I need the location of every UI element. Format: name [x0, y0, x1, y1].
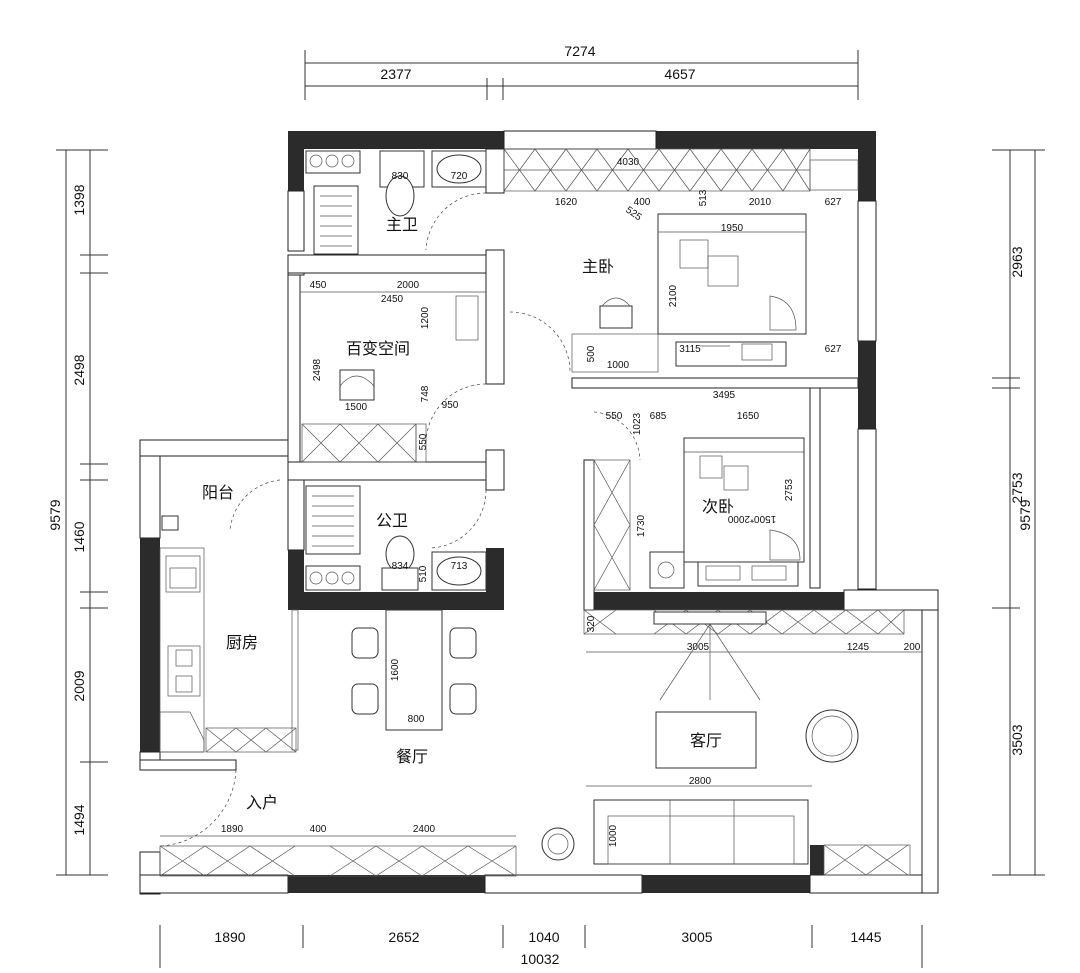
right-total-dim: 9579 [1017, 499, 1033, 530]
dim-f-748: 748 [420, 385, 431, 402]
dim-m-2010: 2010 [749, 197, 772, 208]
dim-m-1620: 1620 [555, 197, 578, 208]
top-dimension-chain: 7274 2377 4657 [304, 43, 859, 100]
dim-m-513: 513 [698, 189, 709, 206]
dim-s-685: 685 [650, 411, 667, 422]
left-dim-3: 1460 [71, 521, 87, 552]
room-label-flex-space: 百变空间 [346, 339, 410, 358]
dim-f-2498: 2498 [312, 358, 323, 381]
left-dim-1: 1398 [71, 184, 87, 215]
dim-f-1500: 1500 [345, 402, 368, 413]
dim-l-3005: 3005 [687, 642, 710, 653]
master-bath-fixtures [305, 150, 487, 255]
top-total-dim: 7274 [564, 43, 595, 59]
dim-m-1950: 1950 [721, 223, 744, 234]
dim-m-3115: 3115 [679, 344, 701, 355]
right-dim-1: 2963 [1009, 246, 1025, 277]
dim-s-3495: 3495 [713, 390, 736, 401]
top-left-dim: 2377 [380, 66, 411, 82]
flex-space-fixtures [300, 291, 487, 463]
dim-s-1650: 1650 [737, 411, 760, 422]
left-dim-4: 2009 [71, 670, 87, 701]
master-bedroom-fixtures [503, 148, 859, 373]
living-room-fixtures [541, 609, 922, 876]
room-label-master-bed: 主卧 [582, 257, 614, 276]
room-label-kitchen: 厨房 [226, 633, 258, 652]
dim-e-400: 400 [310, 824, 327, 835]
room-label-balcony: 阳台 [202, 483, 234, 502]
kitchen-fixtures [159, 547, 299, 753]
bottom-dim-3: 1040 [528, 929, 559, 945]
dining-fixtures [351, 609, 477, 731]
dim-f-950: 950 [442, 400, 459, 411]
dim-s-1730: 1730 [636, 514, 647, 537]
left-total-dim: 9579 [47, 499, 63, 530]
dim-m-627b: 627 [825, 344, 842, 355]
bottom-total-dim: 10032 [521, 951, 560, 967]
dim-s-1023: 1023 [632, 412, 643, 435]
room-label-entrance: 入户 [246, 793, 278, 812]
room-label-public-bath: 公卫 [376, 511, 408, 530]
dim-pb-834: 834 [392, 561, 409, 572]
right-dimension-chain: 2963 2753 3503 9579 [992, 149, 1045, 876]
dim-dt-1600: 1600 [390, 658, 401, 681]
room-label-master-bath: 主卫 [386, 215, 418, 234]
entrance-fixtures [159, 769, 517, 877]
right-dim-2: 2753 [1009, 472, 1025, 503]
right-dim-3: 3503 [1009, 724, 1025, 755]
public-bath-fixtures [305, 485, 487, 591]
room-label-second-bed: 次卧 [702, 497, 734, 516]
dim-s-2753: 2753 [784, 478, 795, 501]
dim-l-200: 200 [904, 642, 921, 653]
bottom-dimension-chain: 1890 2652 1040 3005 1445 10032 [159, 925, 923, 968]
dim-f-2000: 2000 [397, 280, 420, 291]
left-dim-5: 1494 [71, 804, 87, 835]
dim-mb-830: 830 [392, 171, 409, 182]
dim-m-2100: 2100 [668, 284, 679, 307]
left-dim-2: 2498 [71, 354, 87, 385]
balcony-fixtures [161, 479, 281, 531]
dim-e-1890: 1890 [221, 824, 244, 835]
dim-pb-713: 713 [451, 561, 468, 572]
dim-f-2450: 2450 [381, 294, 404, 305]
dim-f-450: 450 [310, 280, 327, 291]
dim-sofa-1000: 1000 [608, 824, 619, 847]
dim-dt-800: 800 [408, 714, 425, 725]
dim-s-550: 550 [606, 411, 623, 422]
dim-m-627a: 627 [825, 197, 842, 208]
left-dimension-chain: 1398 2498 1460 2009 1494 9579 [47, 149, 108, 876]
dim-m-400: 400 [634, 197, 651, 208]
dim-f-550: 550 [418, 433, 429, 450]
bottom-dim-5: 1445 [850, 929, 881, 945]
top-right-dim: 4657 [664, 66, 695, 82]
dim-m-1000: 1000 [607, 360, 630, 371]
bottom-dim-1: 1890 [214, 929, 245, 945]
dim-l-1245: 1245 [847, 642, 870, 653]
bottom-dim-2: 2652 [388, 929, 419, 945]
second-bedroom-fixtures [593, 411, 805, 591]
bottom-dim-4: 3005 [681, 929, 712, 945]
dim-s-bed: 1500*2000 [727, 513, 776, 524]
dim-m-500: 500 [586, 345, 597, 362]
room-label-dining: 餐厅 [396, 747, 428, 766]
dim-sofa-2800: 2800 [689, 776, 712, 787]
dim-pb-510: 510 [418, 565, 429, 582]
room-label-living: 客厅 [690, 731, 722, 750]
dim-l-320: 320 [586, 615, 597, 632]
dim-wardrobe-4030: 4030 [617, 157, 640, 168]
dim-e-2400: 2400 [413, 824, 436, 835]
dim-mb-720: 720 [451, 171, 468, 182]
walls [139, 130, 939, 895]
dim-f-1200: 1200 [420, 306, 431, 329]
